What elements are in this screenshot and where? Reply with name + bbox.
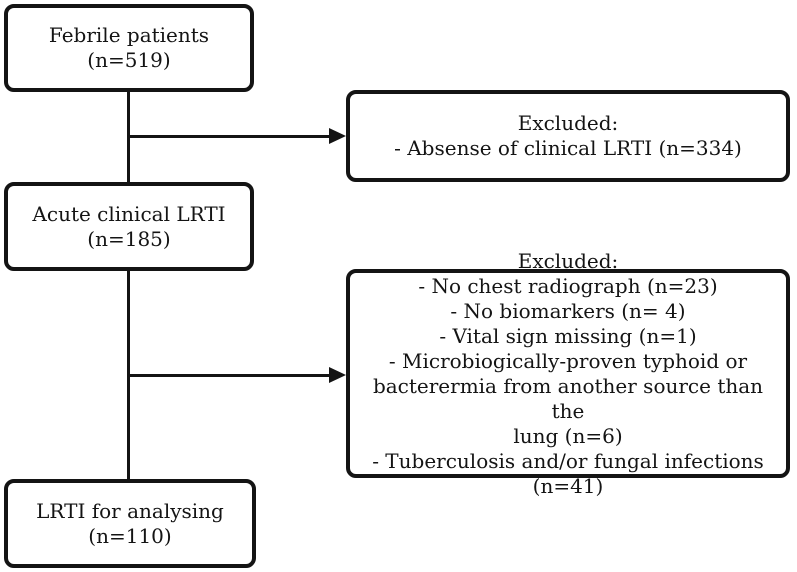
node-excluded-2: Excluded: - No chest radiograph (n=23) -… [346,249,790,498]
node-count: (n=110) [88,523,172,548]
arrow-line-to-excluded-2 [128,374,331,377]
excluded-item: - Microbiogically-proven typhoid or [388,348,748,373]
excluded-item: - No biomarkers (n= 4) [450,298,686,323]
excluded-title: Excluded: [517,248,619,273]
excluded-item: bacterermia from another source than the [372,373,764,423]
excluded-item: - Absense of clinical LRTI (n=334) [394,136,742,160]
node-label: Febrile patients (n=519) [48,23,210,72]
excluded-title: Excluded: [517,111,619,135]
arrowhead-icon [329,367,346,383]
node-acute-clinical-lrti: Acute clinical LRTI (n=185) [4,182,254,271]
node-label: LRTI for analysing [36,498,224,523]
node-label: Acute clinical LRTI [32,201,226,226]
node-lrti-for-analysing: LRTI for analysing (n=110) [4,479,256,568]
excluded-item: - Vital sign missing (n=1) [439,323,697,348]
excluded-item: - No chest radiograph (n=23) [418,273,718,298]
excluded-item: lung (n=6) [513,423,623,448]
excluded-item: - Tuberculosis and/or fungal infections … [372,448,764,498]
arrowhead-icon [329,128,346,144]
node-count: (n=185) [87,226,171,251]
arrow-line-to-excluded-1 [128,135,331,138]
node-febrile-patients: Febrile patients (n=519) [4,4,254,92]
node-excluded-1: Excluded: - Absense of clinical LRTI (n=… [346,90,790,182]
